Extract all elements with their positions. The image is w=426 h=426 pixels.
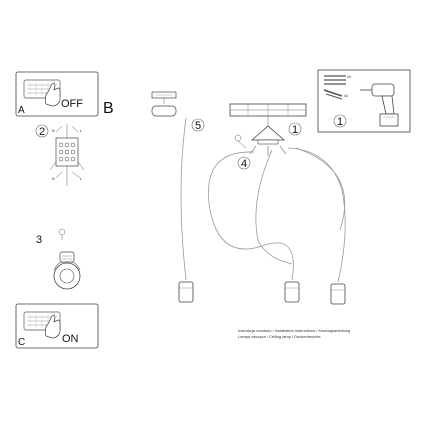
bulb-icon bbox=[53, 251, 81, 290]
terminal-mark-l-top: L bbox=[80, 129, 82, 133]
tools-panel-frame bbox=[317, 69, 411, 133]
tools-step-number: 1 bbox=[337, 116, 343, 128]
cable-right-swag bbox=[287, 147, 346, 283]
terminal-block-icon bbox=[55, 137, 79, 167]
dowel-icon bbox=[323, 89, 343, 100]
panel-b-letter: B bbox=[103, 100, 114, 117]
hand-icon bbox=[44, 314, 61, 339]
cable-far bbox=[295, 147, 346, 231]
step-2: 2 L L N N bbox=[35, 124, 85, 186]
step-3-number: 3 bbox=[36, 234, 42, 246]
ceiling-plate bbox=[229, 103, 307, 145]
cable-center-swag bbox=[255, 149, 293, 265]
step-2-number: 2 bbox=[39, 126, 45, 138]
caption-line-1: Instrukcja montażu / installation instru… bbox=[238, 328, 351, 333]
cable-left bbox=[180, 117, 187, 281]
connector-wires bbox=[249, 145, 287, 156]
drill-icon bbox=[360, 83, 399, 127]
lamp-socket-left bbox=[178, 281, 194, 303]
step-5-marker bbox=[191, 118, 205, 132]
ceiling-cup bbox=[151, 91, 177, 117]
panel-a: A OFF bbox=[15, 71, 99, 117]
lamp-socket-right bbox=[330, 283, 346, 305]
terminal-mark-n-bottom: N bbox=[52, 177, 55, 181]
pendant-cables bbox=[180, 117, 346, 283]
terminal-mark-l-bottom: L bbox=[80, 177, 82, 181]
panel-c-on-label: ON bbox=[62, 333, 79, 345]
tools-step-marker bbox=[333, 114, 347, 128]
hand-icon bbox=[44, 82, 61, 107]
screw-count: x3 bbox=[347, 75, 351, 79]
panel-c-letter: C bbox=[18, 337, 25, 348]
panel-a-off-label: OFF bbox=[61, 98, 83, 110]
terminal-wires bbox=[49, 124, 85, 186]
cable-left-swag bbox=[208, 151, 294, 281]
lamp-socket-center bbox=[284, 281, 300, 303]
terminal-mark-n-top: N bbox=[52, 129, 55, 133]
step-1-marker bbox=[288, 122, 302, 136]
screw-icon bbox=[324, 75, 346, 85]
dowel-count: x3 bbox=[344, 94, 348, 98]
step-3: 3 bbox=[36, 228, 81, 290]
panel-a-frame bbox=[15, 71, 99, 117]
step-1-number: 1 bbox=[292, 124, 298, 136]
ground-symbol-icon bbox=[58, 228, 66, 240]
panel-c: C ON bbox=[15, 303, 99, 349]
step-5-number: 5 bbox=[195, 120, 201, 132]
tools-panel: x3 x3 1 bbox=[317, 69, 411, 133]
panel-c-frame bbox=[15, 303, 99, 349]
panel-a-letter: A bbox=[18, 105, 25, 116]
step-4-number: 4 bbox=[241, 158, 247, 170]
step-2-marker bbox=[35, 124, 49, 138]
caption-line-2: Lampa wisząca / Ceiling lamp / Deckenleu… bbox=[238, 334, 321, 339]
ground-symbol-icon bbox=[234, 134, 247, 149]
step-4-marker bbox=[237, 156, 251, 170]
